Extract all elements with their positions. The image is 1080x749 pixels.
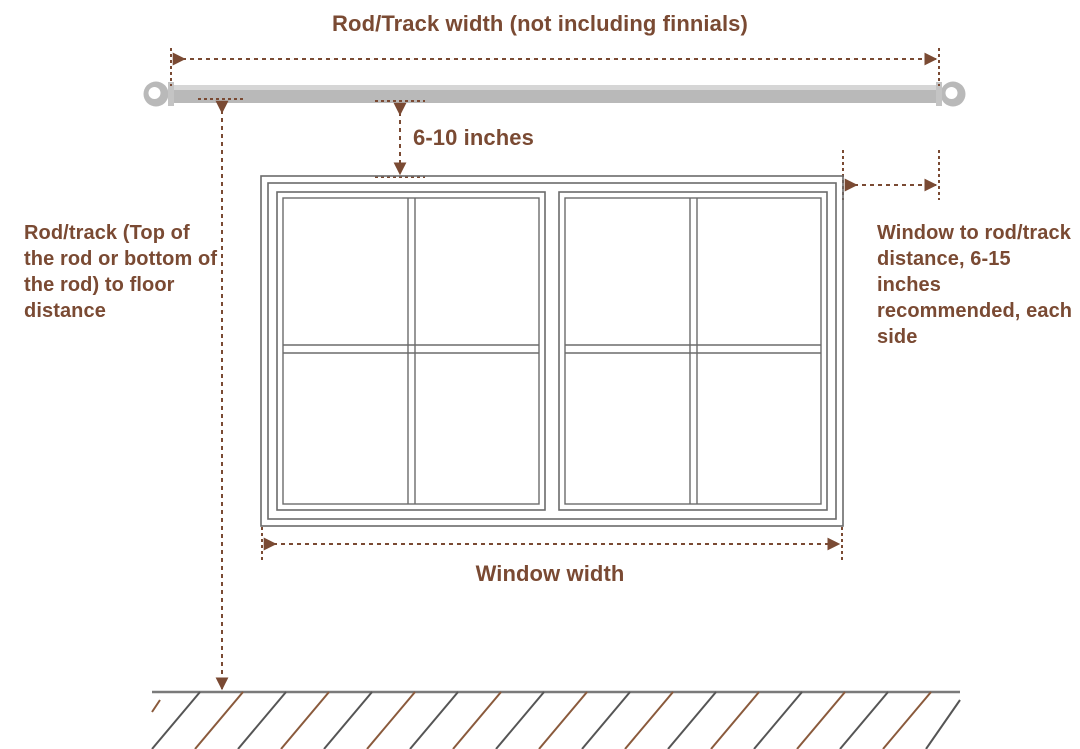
- window-outer-frame: [260, 175, 844, 527]
- dimension-rod-to-window-gap: [375, 100, 425, 178]
- dimension-window-width: [261, 527, 843, 560]
- dimension-rod-to-floor: [198, 98, 246, 693]
- sash-left-frame: [276, 191, 546, 511]
- floor-hatching: [151, 691, 961, 749]
- label-rod-to-window-gap: 6-10 inches: [413, 125, 534, 150]
- rod-end-cap-right: [936, 82, 942, 106]
- rod-highlight: [168, 85, 942, 90]
- dimension-rod-track-width: [170, 48, 940, 86]
- rod-end-cap-left: [168, 82, 174, 106]
- window-sash-left: [276, 191, 546, 511]
- sash-right-inner: [564, 197, 822, 505]
- floor: [151, 690, 961, 749]
- page-title: Rod/Track width (not including finnials): [332, 11, 748, 36]
- curtain-rod: [143, 81, 966, 107]
- finial-left-icon: [143, 81, 169, 107]
- sash-right-frame: [558, 191, 828, 511]
- window-inner-frame: [267, 182, 837, 520]
- dimension-window-to-rod: [842, 150, 940, 200]
- window: [260, 175, 844, 527]
- label-window-width: Window width: [475, 561, 625, 586]
- sash-left-inner: [282, 197, 540, 505]
- window-sash-right: [558, 191, 828, 511]
- label-window-to-rod-distance: Window to rod/track distance, 6-15 inche…: [877, 222, 1073, 348]
- finial-right-icon: [940, 81, 966, 107]
- label-rod-to-floor-distance: Rod/track (Top of the rod or bottom of t…: [24, 222, 218, 322]
